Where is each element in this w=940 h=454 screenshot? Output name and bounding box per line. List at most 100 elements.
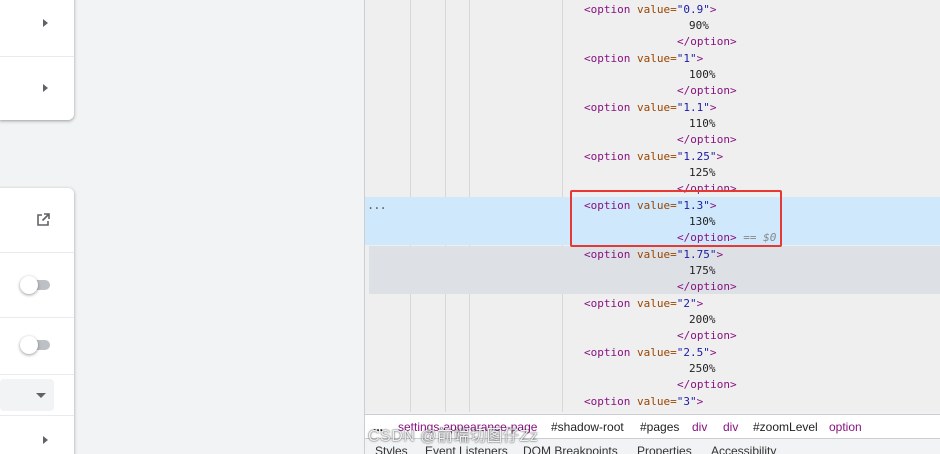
option-text: 175% [689, 264, 716, 277]
tag-name: <option [584, 395, 631, 408]
tag-name: <option [584, 346, 631, 359]
page-zoom-select[interactable] [0, 379, 54, 411]
tab-dom-breakpoints[interactable]: DOM Breakpoints [523, 444, 618, 454]
toggle-switch[interactable] [20, 336, 50, 354]
attribute-value: "0.9" [676, 3, 710, 16]
attribute-name: value= [630, 346, 677, 359]
settings-row-last[interactable] [0, 416, 74, 454]
option-open-tag[interactable]: <option value="2.5"> [584, 345, 716, 361]
option-open-tag[interactable]: <option value="1.1"> [584, 100, 716, 116]
breadcrumb-item[interactable]: #shadow-root [551, 420, 624, 434]
toggle-switch[interactable] [20, 276, 50, 294]
attribute-name: value= [630, 52, 677, 65]
attribute-value: "2" [676, 297, 697, 310]
tab-styles[interactable]: Styles [375, 444, 408, 454]
attribute-name: value= [630, 101, 677, 114]
closing-tag: </option> [677, 329, 737, 342]
chevron-right-icon [43, 84, 48, 92]
selected-marker: == $0 [743, 231, 777, 244]
tag-name: <option [584, 248, 631, 261]
attribute-name: value= [630, 3, 677, 16]
option-close-tag[interactable]: </option> [677, 279, 737, 295]
option-open-tag[interactable]: <option value="1.3"> [584, 198, 716, 214]
tab-accessibility[interactable]: Accessibility [711, 444, 777, 454]
option-open-tag[interactable]: <option value="1"> [584, 51, 703, 67]
option-text: 90% [689, 19, 709, 32]
tag-name: <option [584, 297, 631, 310]
node-menu-ellipsis[interactable]: ... [367, 198, 387, 212]
elements-tree: ... <option value="0.9">90%</option><opt… [365, 0, 940, 412]
tag-bracket: > [709, 3, 717, 16]
option-open-tag[interactable]: <option value="3"> [584, 394, 703, 410]
tag-bracket: > [709, 346, 717, 359]
closing-tag: </option> [677, 280, 737, 293]
closing-tag: </option> [677, 133, 737, 146]
option-text: 200% [689, 313, 716, 326]
settings-row-1[interactable] [0, 0, 74, 57]
option-close-tag[interactable]: </option> [677, 377, 737, 393]
tag-bracket: > [716, 150, 724, 163]
option-open-tag[interactable]: <option value="1.75"> [584, 247, 723, 263]
settings-page [0, 0, 364, 454]
hovered-node-row[interactable] [369, 246, 940, 294]
settings-row-2[interactable] [0, 57, 74, 120]
tag-name: <option [584, 3, 631, 16]
option-close-tag[interactable]: </option> [677, 132, 737, 148]
sidebar-tabs: Styles Event Listeners DOM Breakpoints P… [365, 438, 940, 454]
toggle-knob [20, 276, 38, 294]
tag-name: <option [584, 199, 631, 212]
option-close-tag[interactable]: </option> [677, 83, 737, 99]
option-text: 125% [689, 166, 716, 179]
option-text: 110% [689, 117, 716, 130]
attribute-value: "1" [676, 52, 697, 65]
breadcrumb-item[interactable]: #pages [640, 420, 680, 434]
tag-name: <option [584, 150, 631, 163]
option-close-tag[interactable]: </option> [677, 328, 737, 344]
settings-row-toggle-1 [0, 253, 74, 318]
breadcrumb-item[interactable]: div [692, 420, 708, 434]
tag-bracket: > [716, 248, 724, 261]
chevron-right-icon [43, 19, 48, 27]
option-open-tag[interactable]: <option value="1.25"> [584, 149, 723, 165]
selected-node-row[interactable] [365, 197, 940, 245]
settings-card-appearance [0, 188, 74, 454]
attribute-value: "3" [676, 395, 697, 408]
settings-row-external-link[interactable] [0, 188, 74, 253]
breadcrumb-item[interactable]: div [723, 420, 739, 434]
settings-card-top [0, 0, 74, 120]
tab-event-listeners[interactable]: Event Listeners [425, 444, 508, 454]
attribute-name: value= [630, 248, 677, 261]
closing-tag: </option> [677, 84, 737, 97]
tag-bracket: > [709, 101, 717, 114]
option-text: 100% [689, 68, 716, 81]
breadcrumb-item[interactable]: #zoomLevel [753, 420, 818, 434]
closing-tag: </option> [677, 378, 737, 391]
toggle-knob [20, 336, 38, 354]
watermark: CSDN @前端切图仔Zz [368, 428, 539, 445]
tag-name: <option [584, 101, 631, 114]
option-close-tag[interactable]: </option> [677, 34, 737, 50]
devtools-panel: ... <option value="0.9">90%</option><opt… [364, 0, 940, 454]
settings-row-toggle-2 [0, 318, 74, 375]
tag-name: <option [584, 52, 631, 65]
attribute-value: "1.3" [676, 199, 710, 212]
attribute-name: value= [630, 297, 677, 310]
dropdown-caret-icon [36, 393, 46, 398]
option-close-tag[interactable]: </option> == $0 [677, 230, 776, 246]
highlight-box [570, 190, 782, 247]
breadcrumb-item[interactable]: option [829, 420, 862, 434]
attribute-name: value= [630, 395, 677, 408]
attribute-value: "1.1" [676, 101, 710, 114]
option-text: 130% [689, 215, 716, 228]
chevron-right-icon [43, 436, 48, 444]
tag-bracket: > [696, 395, 704, 408]
breadcrumb-item[interactable]: settings-appearance-page [398, 420, 538, 434]
option-open-tag[interactable]: <option value="0.9"> [584, 2, 716, 18]
tab-properties[interactable]: Properties [637, 444, 692, 454]
breadcrumb: ... settings-appearance-page #shadow-roo… [365, 414, 940, 438]
attribute-value: "2.5" [676, 346, 710, 359]
breadcrumb-ellipsis[interactable]: ... [373, 420, 384, 434]
tag-bracket: > [696, 297, 704, 310]
attribute-value: "1.75" [676, 248, 717, 261]
option-open-tag[interactable]: <option value="2"> [584, 296, 703, 312]
